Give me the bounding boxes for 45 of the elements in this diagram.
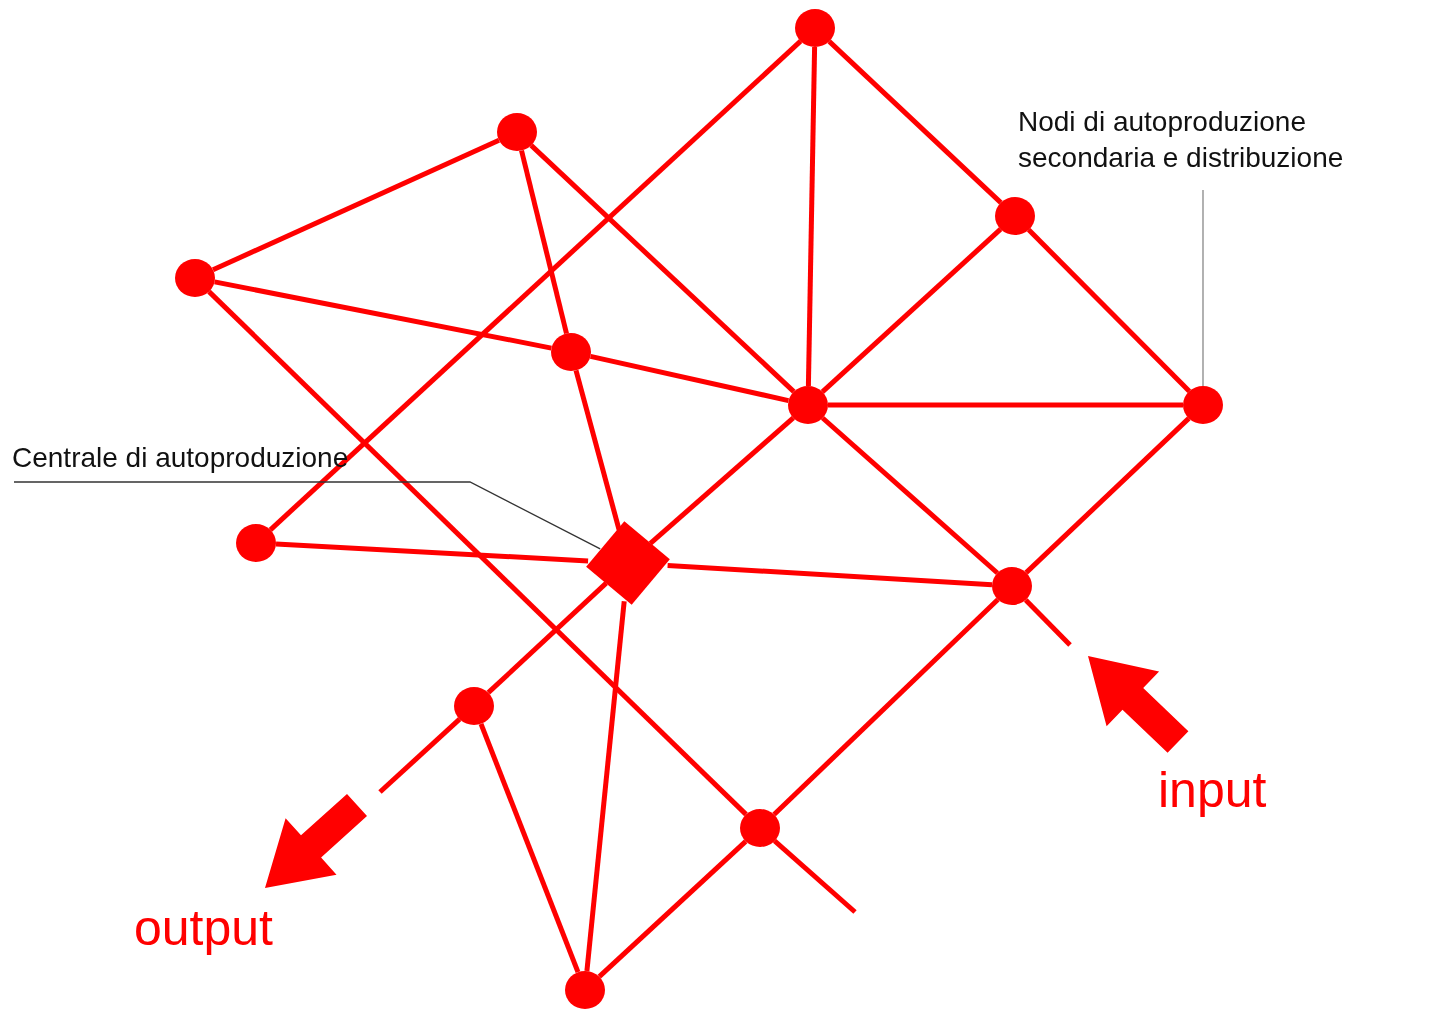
flow-label: output [134,900,273,956]
network-line [805,46,818,387]
network-node [236,524,276,562]
annotation-text: Centrale di autoproduzione [12,441,350,475]
network-line [584,600,627,972]
network-line [772,839,857,914]
network-node [995,197,1035,235]
network-node [1183,386,1223,424]
network-node [795,9,835,47]
network-node [497,113,537,151]
network-line [478,722,581,974]
network-line [1024,416,1191,575]
network-line [1023,598,1072,647]
flow-label: input [1158,762,1267,818]
power-plant-diamond [584,519,672,607]
network-line [529,143,796,394]
network-line [597,839,748,979]
network-node [565,971,605,1009]
network-line [827,39,1003,205]
network-node [788,386,828,424]
network-line [667,562,993,588]
network-line [214,279,552,351]
network-node [992,567,1032,605]
network-line [275,541,589,564]
network-node [740,809,780,847]
network-line [820,416,1000,575]
network-line [648,416,795,546]
network-line [211,137,501,273]
leader-line [13,481,601,550]
leader-line [1202,189,1204,387]
network-line [820,227,1003,394]
network-line [589,353,790,404]
network-line [486,581,608,695]
network-line [772,597,1000,817]
network-line [268,39,803,532]
network-node [175,259,215,297]
network-node [551,333,591,371]
annotation-text: Nodi di autoproduzione secondaria e distribuzione [1018,105,1345,175]
network-line [519,149,569,335]
network-line [207,289,748,817]
network-line [1026,228,1192,393]
network-line [378,717,462,794]
network-line [573,369,622,531]
network-node [454,687,494,725]
network-line [828,402,1183,408]
